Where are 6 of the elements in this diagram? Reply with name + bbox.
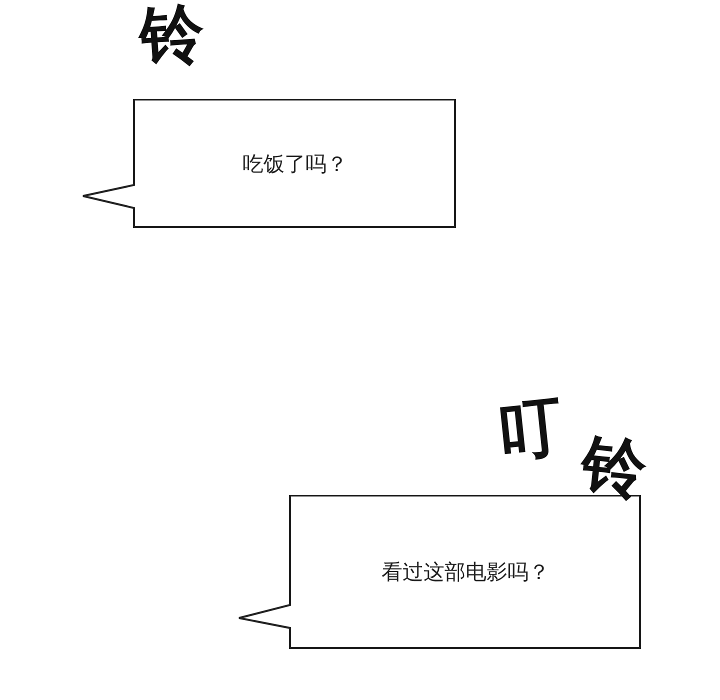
dialogue-text: 看过这部电影吗？ (382, 559, 550, 586)
sound-effect-text: 叮 (494, 394, 566, 466)
speech-bubble (82, 99, 456, 228)
sound-effect-text: 铃 (578, 432, 650, 504)
sound-effect-text: 铃 (138, 2, 206, 70)
dialogue-text: 吃饭了吗？ (242, 150, 348, 178)
